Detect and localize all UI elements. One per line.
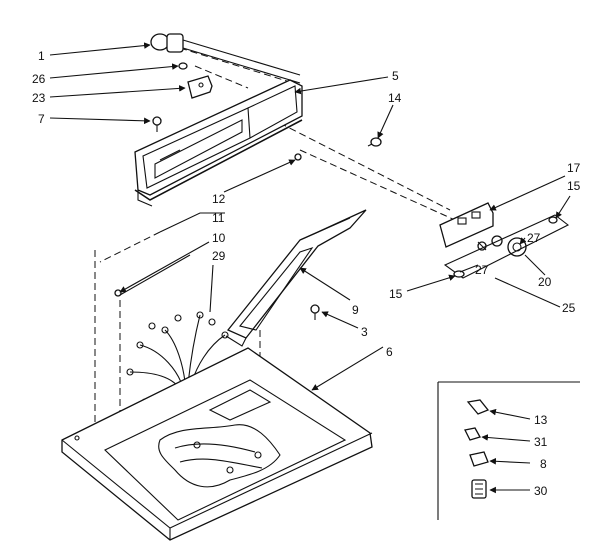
timer-knob-part [150, 33, 301, 84]
label-part-25: 25 [562, 301, 576, 315]
label-part-5: 5 [392, 69, 399, 83]
label-part-26: 26 [32, 72, 46, 86]
label-part-9: 9 [352, 303, 359, 317]
label-part-6: 6 [386, 345, 393, 359]
label-part-13: 13 [534, 413, 548, 427]
label-part-1: 1 [38, 49, 45, 63]
part-number-labels: 1 26 23 7 5 14 12 11 10 29 17 15 27 27 2… [32, 49, 581, 498]
label-part-14: 14 [388, 91, 402, 105]
assembly-guide-lines [94, 47, 456, 430]
label-part-29: 29 [212, 249, 226, 263]
label-part-31: 31 [534, 435, 548, 449]
label-part-15-bottom: 15 [389, 287, 403, 301]
control-console-part [134, 79, 303, 207]
bracket-23-part [187, 75, 213, 99]
top-panel-part [61, 347, 373, 541]
screw-3-part [310, 304, 320, 320]
label-part-23: 23 [32, 91, 46, 105]
screw-15-parts [453, 216, 558, 278]
label-part-20: 20 [538, 275, 552, 289]
label-part-27-right: 27 [527, 231, 541, 245]
selector-knob-part [477, 235, 527, 257]
label-part-7: 7 [38, 112, 45, 126]
label-part-12: 12 [212, 192, 226, 206]
wire-10-part [114, 254, 191, 297]
screw-7-part [152, 116, 162, 132]
label-part-10: 10 [212, 231, 226, 245]
leader-lines [49, 42, 571, 494]
screw-14-part [367, 137, 382, 147]
label-part-3: 3 [361, 325, 368, 339]
label-part-8: 8 [540, 457, 547, 471]
label-part-15-top: 15 [567, 179, 581, 193]
label-part-30: 30 [534, 484, 548, 498]
screw-26-part [178, 62, 188, 70]
label-part-11: 11 [212, 211, 225, 225]
lint-filter-part [225, 209, 367, 347]
switch-panel-part [439, 202, 494, 248]
clip-12-part [294, 153, 302, 161]
small-parts-inset [437, 381, 580, 520]
label-part-27-left: 27 [475, 263, 489, 277]
label-part-17: 17 [567, 161, 581, 175]
